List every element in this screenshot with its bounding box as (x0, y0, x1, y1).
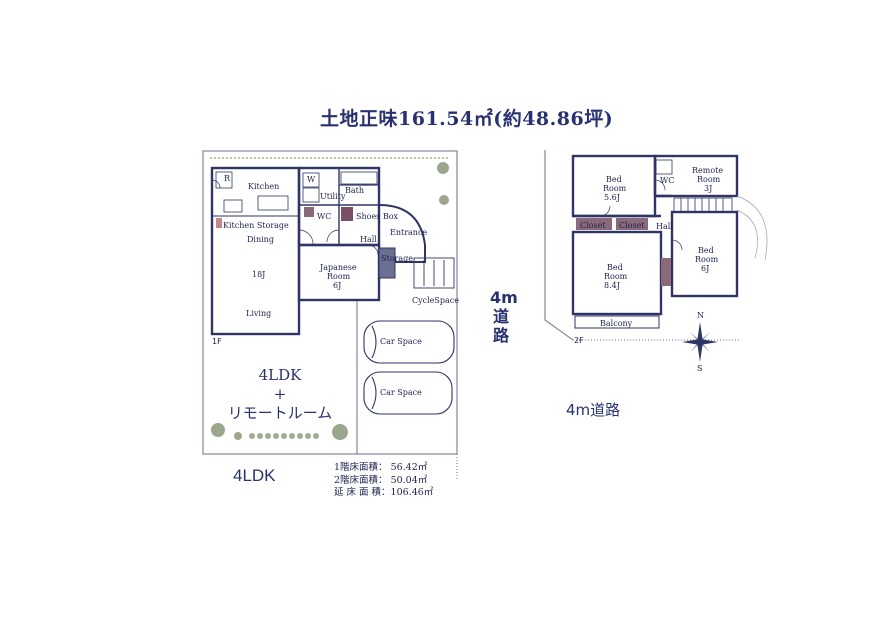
kitchen-storage-label: Kitchen Storage (223, 221, 289, 230)
cycle-icons (413, 257, 455, 289)
road-east-label: 4m道路 (490, 288, 518, 345)
site-boundary-1f (202, 150, 458, 480)
balcony-outline (574, 315, 660, 329)
dining-label: Dining (247, 235, 274, 244)
bed2-size-label: 8.4J (604, 281, 620, 290)
floor-label-2f: 2F (574, 336, 584, 345)
stairs-2f (673, 197, 733, 213)
area-second-floor: 2階床面積： 50.04㎡ (334, 474, 428, 486)
closet-2-label: Closet (619, 221, 645, 230)
japanese-room-label: Room (327, 272, 351, 281)
ldk-size-label: 18J (252, 270, 266, 279)
inner-walls-1f (215, 171, 378, 213)
bed3-label: Bed (698, 246, 714, 255)
bed1-size-label: 5.6J (604, 193, 620, 202)
japanese-label: Japanese (320, 263, 357, 272)
balcony-label: Balcony (600, 319, 633, 328)
utility-label: Utility (320, 192, 346, 201)
plan-summary-line2: + (273, 385, 287, 403)
wc-label-2f: WC (660, 176, 675, 185)
building-walls-2f (571, 154, 739, 316)
door-swings-1f (211, 179, 379, 256)
bed2-label: Bed (607, 263, 623, 272)
road-south-label: 4m道路 (566, 401, 621, 419)
bath-label: Bath (345, 186, 365, 195)
door-swings-2f (599, 179, 683, 251)
compass-rose (682, 322, 718, 362)
cycle-space-label: CycleSpace (412, 296, 459, 305)
floor-label-1f: 1F (212, 337, 222, 346)
layout-name: 4LDK (233, 466, 276, 485)
compass-south: S (697, 364, 703, 373)
entrance-label: Entrance (390, 228, 428, 237)
fixtures-1f (216, 207, 396, 279)
building-walls-1f (210, 166, 381, 336)
closet-1-label: Closet (580, 221, 606, 230)
car-space-1-label: Car Space (380, 337, 422, 346)
hall-label-1f: Hall (360, 235, 377, 244)
w-label: W (307, 175, 316, 184)
floor-areas: 1階床面積： 56.42㎡ 2階床面積： 50.04㎡ 延 床 面 積：106.… (334, 462, 433, 500)
plan-summary: 4LDK + リモートルーム (220, 366, 340, 423)
plan-summary-line1: 4LDK (258, 366, 302, 384)
wc-label: WC (317, 212, 332, 221)
storage-label: Storage (381, 254, 413, 263)
remote-label: Remote (692, 166, 724, 175)
r-label: R (224, 174, 231, 183)
bed3-size-label: 6J (701, 264, 710, 273)
site-boundary-2f (544, 150, 740, 341)
living-label: Living (246, 309, 272, 318)
bed3-room-label: Room (695, 255, 719, 264)
trees (211, 162, 449, 440)
compass-north: N (697, 311, 704, 320)
plan-summary-line3: リモートルーム (227, 404, 333, 422)
shoes-label: Shoes Box (356, 212, 399, 221)
closets-2f (576, 159, 673, 286)
page-title: 土地正味161.54㎡(約48.86坪) (320, 108, 614, 130)
hall-label-2f: Hall (656, 222, 673, 231)
car-outlines (363, 320, 455, 415)
bed1-label: Bed (606, 175, 622, 184)
area-first-floor: 1階床面積： 56.42㎡ (334, 462, 428, 473)
bed1-room-label: Room (603, 184, 627, 193)
entrance-wall (378, 204, 426, 263)
area-total: 延 床 面 積：106.46㎡ (334, 487, 434, 498)
remote-room-label: Room (697, 175, 721, 184)
car-space-2-label: Car Space (380, 388, 422, 397)
shrub-row (249, 433, 319, 439)
kitchen-label: Kitchen (248, 182, 280, 191)
japanese-size-label: 6J (333, 281, 342, 290)
roof-fan (736, 195, 768, 261)
bed2-room-label: Room (604, 272, 628, 281)
remote-size-label: 3J (704, 184, 713, 193)
